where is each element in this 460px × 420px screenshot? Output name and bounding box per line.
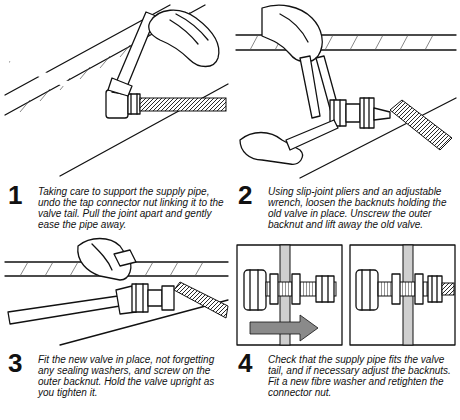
- step-number: 3: [8, 350, 22, 376]
- step-1-illustration: [60, 84, 228, 176]
- step-2-illustration: [300, 98, 456, 178]
- step-1-illustration: [140, 98, 226, 111]
- step-2-illustration: [286, 120, 338, 150]
- step-4-illustration: [292, 274, 300, 304]
- step-4-illustration: [270, 274, 278, 304]
- step-3-illustration: [148, 290, 162, 306]
- step-number: 2: [238, 182, 252, 208]
- step-caption: Check that the supply pipe fits the valv…: [268, 354, 454, 398]
- step-2-illustration: [364, 98, 369, 128]
- step-1-illustration: [5, 5, 228, 176]
- step-4-illustration: [356, 270, 378, 310]
- step-4-illustration: [392, 274, 400, 304]
- step-2-illustration: [360, 98, 374, 128]
- step-number: 1: [8, 182, 22, 208]
- step-4-illustration: [316, 276, 334, 302]
- step-2-illustration: [236, 49, 456, 50]
- step-1-illustration: [131, 94, 137, 114]
- step-number: 4: [238, 350, 252, 376]
- step-3-illustration: [136, 284, 143, 312]
- step-2-illustration: [374, 108, 390, 120]
- step-4-illustration: [442, 283, 454, 295]
- step-4-illustration: [432, 276, 437, 302]
- step-4-illustration: [322, 276, 328, 302]
- step-3-illustration: [162, 286, 174, 310]
- step-caption: Using slip-joint pliers and an adjustabl…: [268, 186, 454, 230]
- step-2-illustration: [236, 5, 456, 178]
- step-3-illustration: [8, 296, 120, 324]
- step-3-illustration: [92, 244, 112, 270]
- step-caption: Fit the new valve in place, not forgetti…: [38, 354, 228, 398]
- step-2-illustration: [280, 14, 308, 42]
- step-1-illustration: [128, 94, 140, 114]
- step-4-illustration: [362, 270, 370, 310]
- step-1-illustration: [170, 14, 208, 44]
- step-4-illustration: [250, 270, 258, 310]
- step-3-illustration: [5, 239, 228, 346]
- step-2-illustration: [346, 104, 360, 122]
- step-1-illustration: [10, 62, 108, 100]
- step-caption: Taking care to support the supply pipe, …: [38, 186, 228, 230]
- step-3-illustration: [174, 282, 228, 318]
- step-2-illustration: [390, 100, 452, 150]
- step-1-illustration: [149, 10, 219, 66]
- step-1-illustration: [10, 62, 108, 100]
- step-1-illustration: [5, 5, 170, 95]
- step-4-illustration: [415, 274, 423, 304]
- step-3-illustration: [132, 284, 148, 312]
- step-4-illustration: [250, 315, 318, 341]
- step-4-illustration: [350, 245, 455, 345]
- step-4-illustration: [237, 245, 342, 345]
- step-2-illustration: [262, 5, 322, 62]
- step-4-illustration: [237, 245, 455, 345]
- step-4-illustration: [244, 270, 266, 310]
- step-2-illustration: [300, 56, 320, 118]
- step-4-illustration: [428, 276, 442, 302]
- step-1-illustration: [108, 78, 132, 96]
- step-3-illustration: [114, 250, 136, 266]
